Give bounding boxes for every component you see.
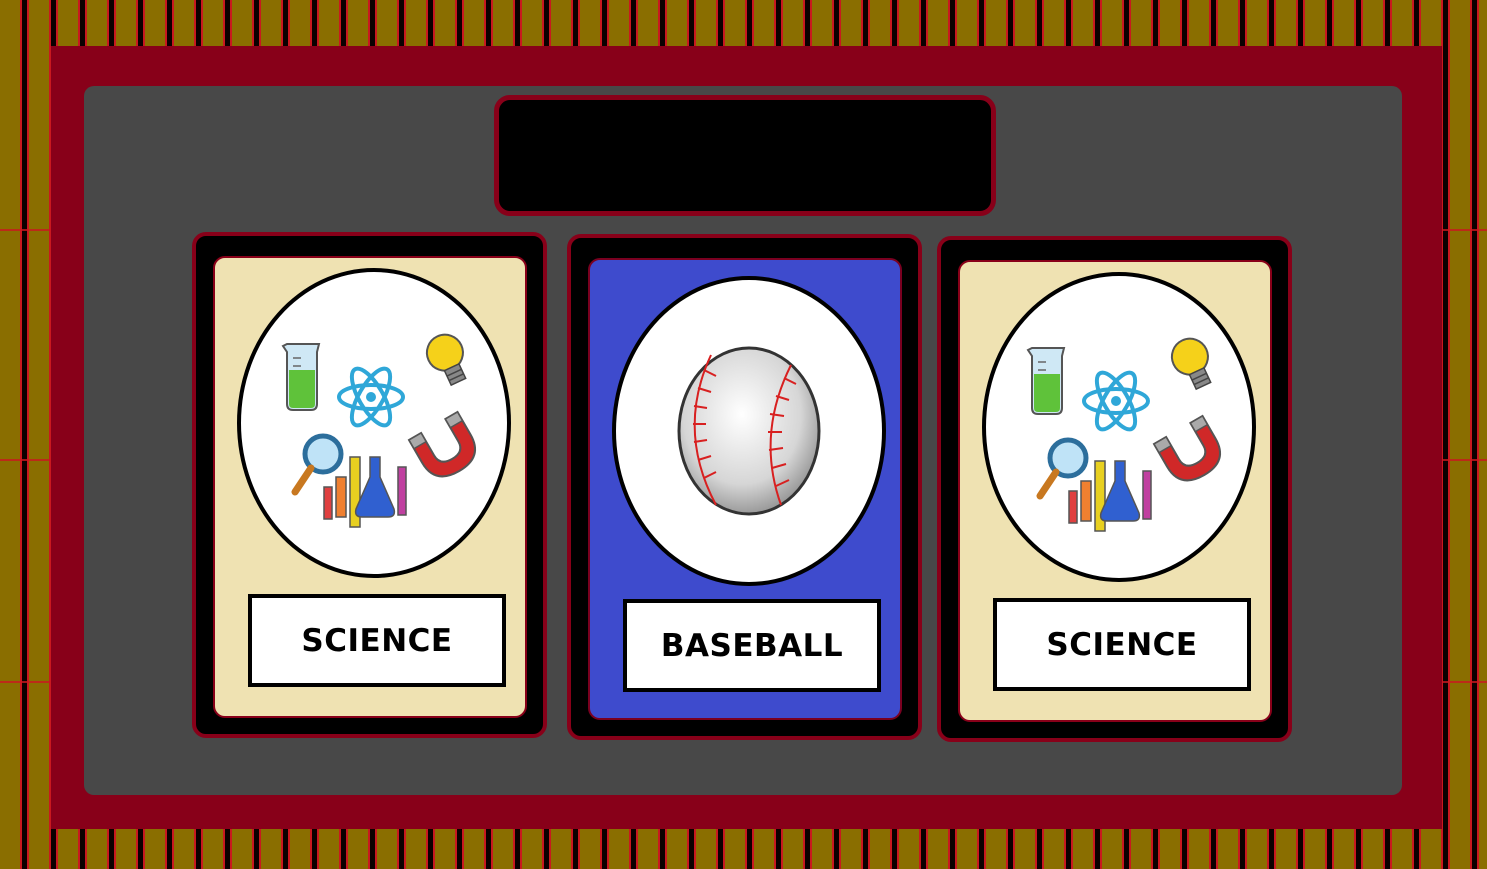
card-image-oval bbox=[237, 268, 511, 578]
card-science-1[interactable]: SCIENCE bbox=[213, 256, 527, 718]
card-label: BASEBALL bbox=[623, 599, 881, 692]
card-baseball[interactable]: BASEBALL bbox=[588, 258, 902, 720]
card-slot-2[interactable]: BASEBALL bbox=[567, 234, 922, 740]
baseball-icon bbox=[677, 346, 821, 516]
card-slot-3[interactable]: SCIENCE bbox=[937, 236, 1292, 742]
board-frame: SCIENCE bbox=[51, 46, 1442, 829]
title-plate bbox=[494, 95, 996, 216]
card-image-oval bbox=[982, 272, 1256, 582]
card-science-2[interactable]: SCIENCE bbox=[958, 260, 1272, 722]
science-icon bbox=[1026, 337, 1222, 532]
science-icon bbox=[281, 333, 477, 528]
card-image-oval bbox=[612, 276, 886, 586]
card-slot-1[interactable]: SCIENCE bbox=[192, 232, 547, 738]
game-board: SCIENCE bbox=[84, 86, 1402, 795]
card-label: SCIENCE bbox=[993, 598, 1251, 691]
card-label: SCIENCE bbox=[248, 594, 506, 687]
